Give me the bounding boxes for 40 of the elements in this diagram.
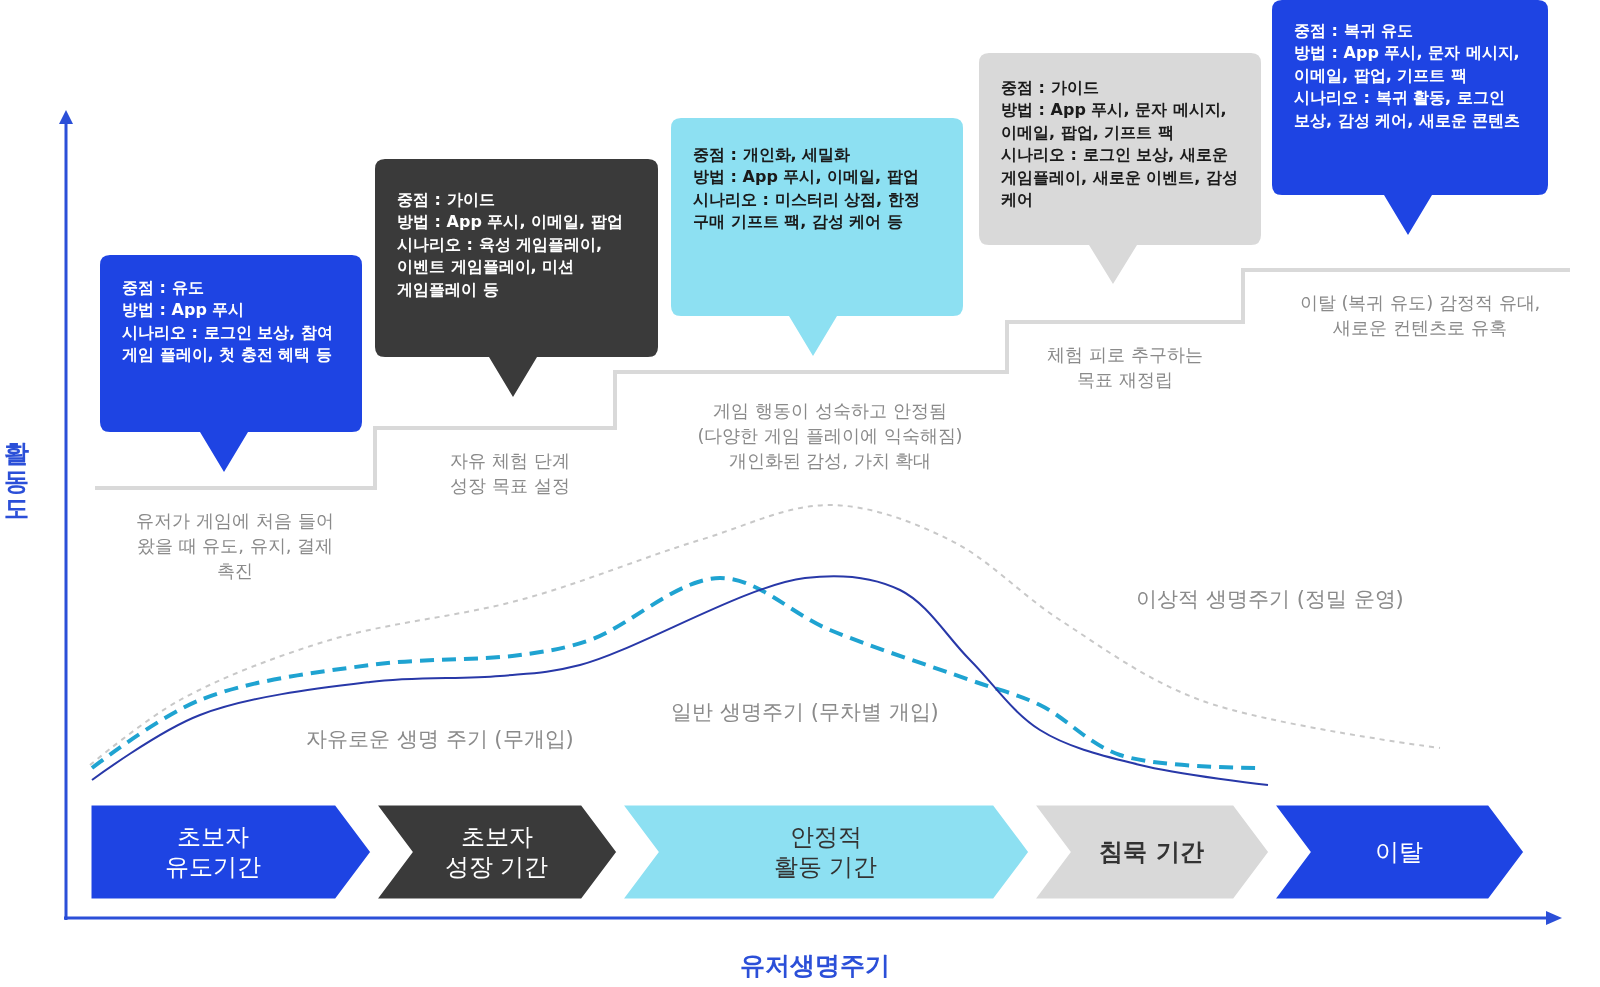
phase-band xyxy=(621,804,1030,900)
callout-text: 중점 : 유도 xyxy=(122,277,205,299)
speech-bubble xyxy=(375,159,658,397)
axis-title: 활동도 xyxy=(4,440,29,523)
phase-label: 안정적 활동 기간 xyxy=(772,822,879,882)
phase-band xyxy=(375,804,618,900)
callout-text: 시나리오 : 미스터리 상점, 한정 구매 기프트 팩, 감성 케어 등 xyxy=(693,188,921,234)
callout-text: 시나리오 : 복귀 활동, 로그인 보상, 감성 케어, 새로운 콘텐츠 xyxy=(1294,87,1522,132)
callout-text: 방법 : App 푸시, 이메일, 팝업 xyxy=(397,211,624,234)
callout-text: 방법 : App 푸시, 문자 메시지, 이메일, 팝업, 기프트 팩 xyxy=(1001,99,1228,144)
callout-text: 시나리오 : 로그인 보상, 참여 게임 플레이, 첫 충전 혜택 등 xyxy=(122,321,334,367)
phase-band xyxy=(90,804,372,900)
speech-bubble xyxy=(1272,0,1548,235)
stage-description: 자유 체험 단계 성장 목표 설정 xyxy=(449,449,571,499)
callout-text: 방법 : App 푸시, 이메일, 팝업 xyxy=(693,166,920,189)
phase-band xyxy=(1273,804,1525,900)
phase-label: 초보자 유도기간 xyxy=(164,822,262,882)
axis-title: 유저생명주기 xyxy=(739,950,891,982)
phase-band xyxy=(1033,804,1270,900)
callout-text: 중점 : 개인화, 세밀화 xyxy=(693,144,852,166)
callout-text: 시나리오 : 로그인 보상, 새로운 게임플레이, 새로운 이벤트, 감성 케어 xyxy=(1001,144,1239,211)
speech-bubble xyxy=(100,255,362,472)
stage-description: 게임 행동이 성숙하고 안정됨 (다양한 게임 플레이에 익숙해짐) 개인화된 감성, 가치 확대 xyxy=(696,399,964,474)
callout-text: 중점 : 가이드 xyxy=(1001,77,1100,99)
phase-label: 이탈 xyxy=(1375,837,1423,867)
callout-text: 중점 : 복귀 유도 xyxy=(1294,20,1415,42)
callout-text: 시나리오 : 육성 게임플레이, 이벤트 게임플레이, 미션 게임플레이 등 xyxy=(397,233,604,301)
stage-description: 유저가 게임에 처음 들어 왔을 때 유도, 유지, 결제 촉진 xyxy=(135,509,335,584)
speech-bubble xyxy=(979,53,1261,284)
phase-label: 초보자 성장 기간 xyxy=(443,822,550,882)
speech-bubble xyxy=(671,118,963,356)
stage-description: 체험 피로 추구하는 목표 재정립 xyxy=(1046,343,1204,393)
phase-label: 침묵 기간 xyxy=(1099,837,1204,867)
callout-text: 중점 : 가이드 xyxy=(397,189,496,211)
curve-label: 이상적 생명주기 (정밀 운영) xyxy=(1135,586,1405,613)
callout-text: 방법 : App 푸시, 문자 메시지, 이메일, 팝업, 기프트 팩 xyxy=(1294,42,1521,87)
stage-description: 이탈 (복귀 유도) 감정적 유대, 새로운 컨텐츠로 유혹 xyxy=(1298,291,1542,341)
curve-label: 자유로운 생명 주기 (무개입) xyxy=(305,726,575,753)
curve-label: 일반 생명주기 (무차별 개입) xyxy=(670,699,940,726)
callout-text: 방법 : App 푸시 xyxy=(122,299,246,322)
